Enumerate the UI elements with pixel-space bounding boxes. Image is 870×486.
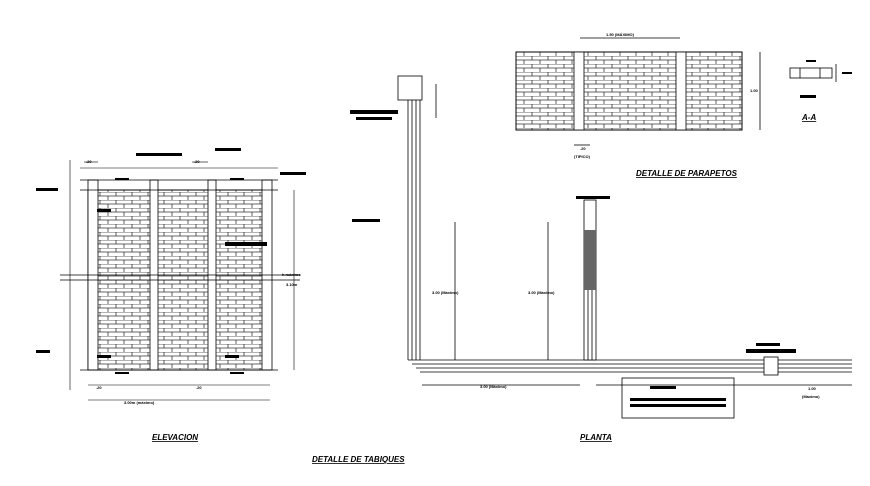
parapet-top-dim: 1.50 (MÁXIMO) [606,32,635,37]
parapet-detail: 1.50 (MÁXIMO) 1.00 .20 (TIPICO) DETALLE … [515,32,761,178]
elev-bottom-right-dim: .20 [196,385,202,390]
elev-bottom-width-dim: 3.00m (máximo) [124,400,155,405]
plan-horizontal-dim-2: 1.00 [808,386,817,391]
planta-title: PLANTA [580,433,612,442]
plan-vertical-dim-1: 3.00 (Máximo) [432,290,459,295]
section-aa: A-A [789,60,852,122]
elev-height-dim: 3.10m [286,282,298,287]
elev-height-note: h máximo [282,272,301,277]
plan-horizontal-dim-2-note: (Máximo) [802,394,820,399]
elevacion-title: ELEVACION [152,433,198,442]
detalle-tabiques-title: DETALLE DE TABIQUES [312,455,405,464]
parapet-brick-wall [515,51,743,131]
elev-top-right-dim: .20 [194,159,200,164]
parapet-bottom-note: (TIPICO) [574,154,591,159]
parapet-height-dim: 1.00 [750,88,759,93]
elevation-view: .20 .20 h máximo 3.10m .20 .20 3.00m (má… [36,148,306,442]
parapet-bottom-dim: .20 [580,146,586,151]
plan-horizontal-dim-1: 3.00 (Máximo) [480,384,507,389]
section-aa-title: A-A [801,113,816,122]
plan-view: 3.00 (Máximo) 3.00 (Máximo) 3.00 (Máximo… [350,75,852,442]
detalle-parapetos-title: DETALLE DE PARAPETOS [636,169,738,178]
elev-top-left-dim: .20 [86,159,92,164]
elev-bottom-left-dim: .20 [96,385,102,390]
plan-vertical-dim-2: 3.00 (Máximo) [528,290,555,295]
